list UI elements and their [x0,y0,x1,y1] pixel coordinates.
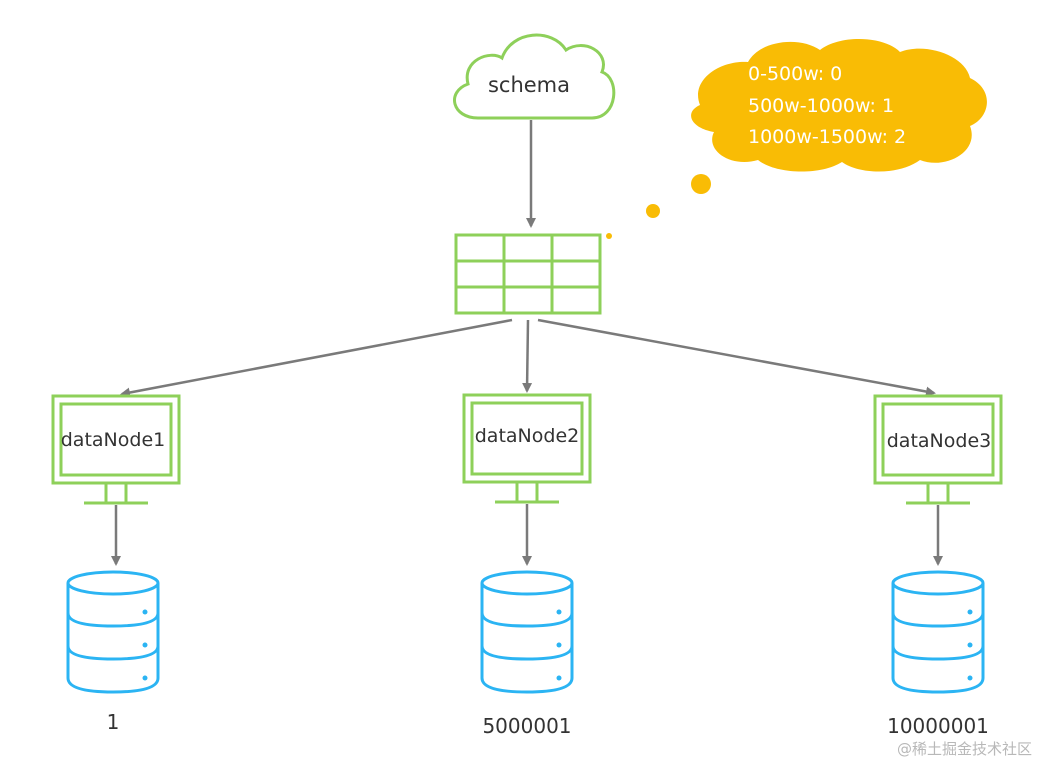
schema-label: schema [488,73,570,97]
routing-table-icon [454,233,602,315]
database-icon [891,570,985,694]
db-value-3: 10000001 [887,714,989,738]
db-value-1: 1 [107,710,120,734]
database-icon [66,570,160,694]
bubble-dot-medium [646,204,660,218]
schema-cloud: schema [453,33,616,120]
datanode-2: dataNode2 5000001 [462,393,592,738]
monitor-icon [51,394,181,505]
bubble-line-3: 1000w-1500w: 2 [748,126,906,148]
bubble-line-1: 0-500w: 0 [748,63,842,85]
datanode-3: dataNode3 10000001 [873,394,1003,738]
db-value-2: 5000001 [482,714,571,738]
datanode-1-label: dataNode1 [61,429,165,451]
watermark: @稀土掘金技术社区 [896,740,1032,758]
arrow-table-to-node3 [537,318,936,397]
bubble-line-2: 500w-1000w: 1 [748,95,894,117]
arrow-table-to-node1 [120,318,513,398]
datanode-1: dataNode1 1 [51,394,181,734]
bubble-dot-large [691,174,711,194]
arrow-table-to-node2 [522,319,533,393]
monitor-icon [462,393,592,504]
database-icon [480,570,574,694]
shard-rule-bubble: 0-500w: 0 500w-1000w: 1 1000w-1500w: 2 [606,38,987,239]
bubble-dot-small [606,233,612,239]
datanode-2-label: dataNode2 [475,425,579,447]
datanode-3-label: dataNode3 [887,430,991,452]
monitor-icon [873,394,1003,505]
